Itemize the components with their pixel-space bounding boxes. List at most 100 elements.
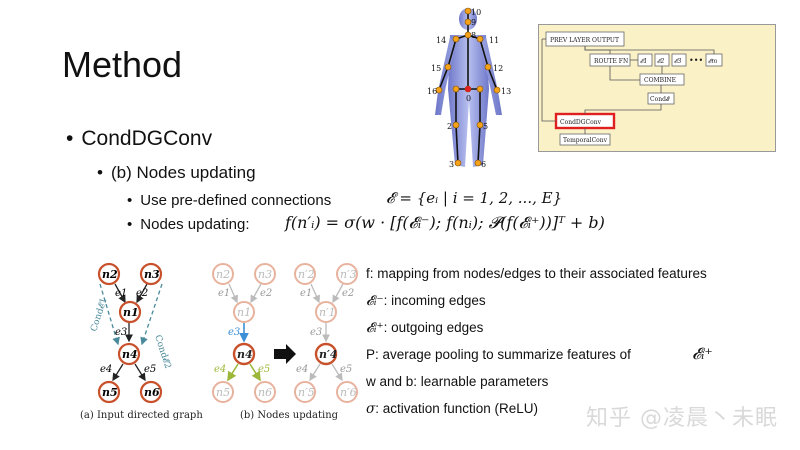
bullet-nodes-updating: •(b) Nodes updating	[97, 163, 256, 182]
desc-outgoing: 𝓔ᵢ⁺: outgoing edges	[366, 320, 483, 336]
node-n5	[97, 380, 121, 404]
desc-pooling: P: average pooling to summarize features…	[366, 347, 631, 362]
desc-wb: w and b: learnable parameters	[366, 374, 549, 389]
joint-label: 0	[466, 94, 471, 103]
node-label: n1	[123, 306, 139, 319]
joint-label: 8	[471, 31, 476, 40]
node-n5-updated	[294, 381, 316, 403]
edge-label: e3	[228, 327, 240, 338]
edge-label: e2	[260, 288, 272, 299]
node-n4-updated	[314, 342, 338, 366]
edge-label: e5	[340, 364, 352, 375]
bullet-update-rule: •Nodes updating:	[127, 216, 250, 233]
input-directed-graph: n2 n3 n1 n4 n5 n6 e1 e2 e3 e4 e5 Cond𝓔1 …	[89, 262, 172, 404]
watermark: 知乎 @凌晨丶未眠	[586, 406, 778, 431]
node-label: n1	[237, 306, 251, 319]
joint-label: 14	[436, 36, 446, 45]
conddgconv-label: CondDGConv	[560, 119, 602, 126]
edge-label: e2	[136, 288, 148, 299]
node-label: n6	[258, 386, 272, 399]
node-n5	[212, 381, 234, 403]
node-label: n′2	[298, 268, 315, 281]
edge-label: e4	[214, 364, 226, 375]
node-label: n5	[216, 386, 230, 399]
cond-label: Cond𝓔1	[89, 297, 109, 333]
node-label: n3	[258, 268, 272, 281]
joint-label: 13	[501, 87, 511, 96]
desc-incoming: 𝓔ᵢ⁻: incoming edges	[366, 293, 486, 309]
symbol-sigma: σ	[366, 401, 376, 417]
edge-label: e3	[115, 327, 127, 338]
edge-label: e1	[300, 288, 312, 299]
node-label: n5	[102, 386, 118, 399]
expert-label: 𝓔m	[708, 58, 717, 65]
edge-label: e5	[144, 364, 156, 375]
symbol-e-plus: 𝓔ᵢ⁺	[366, 320, 384, 336]
node-label: n2	[102, 268, 118, 281]
expert-label: 𝓔3	[674, 58, 681, 65]
desc-f: f: mapping from nodes/edges to their ass…	[366, 266, 707, 281]
node-label: n′4	[319, 348, 338, 361]
joint-label: 6	[481, 160, 486, 169]
symbol-e-minus: 𝓔ᵢ⁻	[366, 293, 384, 309]
nodes-updating-graph: n2 n3 n1 n4 n5 n6 e1 e2 e3 e4 e5 n′2 n′3…	[212, 263, 358, 403]
node-label: n4	[122, 348, 138, 361]
joint-label: 2	[447, 122, 452, 131]
bullet-nodes-updating-text: (b) Nodes updating	[110, 163, 256, 182]
node-label: n6	[144, 386, 160, 399]
node-label: n′6	[340, 386, 357, 399]
desc-incoming-text: : incoming edges	[383, 293, 486, 308]
edge-label: e3	[310, 327, 322, 338]
joint-label: 10	[471, 8, 481, 17]
expert-ellipsis: •••	[689, 56, 703, 65]
cond-label: Cond𝓔	[650, 96, 670, 103]
node-label: n4	[237, 348, 253, 361]
node-n4	[117, 342, 141, 366]
desc-outgoing-text: : outgoing edges	[383, 320, 484, 335]
node-n6-updated	[336, 381, 358, 403]
edge-set-equation: 𝓔 = {eᵢ | i = 1, 2, ..., E}	[386, 189, 563, 207]
update-equation: f(n′ᵢ) = σ(w · [f(𝓔ᵢ⁻); f(nᵢ); 𝓟(f(𝓔ᵢ⁺))…	[285, 213, 605, 232]
joint-label: 3	[449, 160, 454, 169]
expert-box	[671, 53, 687, 67]
node-n3	[254, 263, 276, 285]
node-n2	[212, 263, 234, 285]
architecture-diagram: PREV LAYER OUTPUT ROUTE FN 𝓔1 𝓔2 𝓔3 ••• …	[538, 24, 776, 152]
bullet-connections-text: Use pre-defined connections	[140, 192, 332, 209]
node-label: n′5	[298, 386, 315, 399]
bullet-conddgconv-text: CondDGConv	[81, 127, 213, 150]
bullet-update-rule-text: Nodes updating:	[140, 216, 250, 233]
edge-label: e1	[115, 288, 127, 299]
node-n1	[233, 301, 255, 323]
node-label: n′3	[340, 268, 357, 281]
desc-sigma: σ: activation function (ReLU)	[366, 401, 538, 417]
node-n6	[254, 381, 276, 403]
expert-label: 𝓔1	[640, 58, 647, 65]
temporalconv-label: TemporalConv	[563, 137, 608, 144]
node-label: n2	[216, 268, 230, 281]
combine-label: COMBINE	[644, 77, 676, 84]
bullet-conddgconv: •CondDGConv	[66, 127, 213, 150]
symbol-e-plus-pooling: 𝓔ᵢ⁺	[692, 344, 713, 363]
node-n2	[97, 262, 121, 286]
arrow-right-icon	[274, 344, 296, 364]
caption-graph-a: (a) Input directed graph	[80, 410, 203, 421]
slide-title: Method	[62, 44, 183, 85]
node-n4	[232, 342, 256, 366]
caption-graph-b: (b) Nodes updating	[240, 410, 339, 421]
edge-label: e2	[342, 288, 354, 299]
edge-label: e1	[218, 288, 230, 299]
joint-label: 12	[493, 64, 503, 73]
edge-label: e4	[100, 364, 112, 375]
desc-sigma-text: : activation function (ReLU)	[375, 401, 539, 416]
edge-label: e4	[296, 364, 308, 375]
node-n3-updated	[336, 263, 358, 285]
bullet-connections: •Use pre-defined connections	[127, 192, 332, 209]
joint-label: 16	[427, 87, 437, 96]
node-label: n3	[144, 268, 160, 281]
node-n1	[118, 300, 142, 324]
joint-label: 5	[483, 122, 488, 131]
node-n1-updated	[315, 301, 337, 323]
node-n2-updated	[294, 263, 316, 285]
joint-label: 15	[431, 64, 441, 73]
